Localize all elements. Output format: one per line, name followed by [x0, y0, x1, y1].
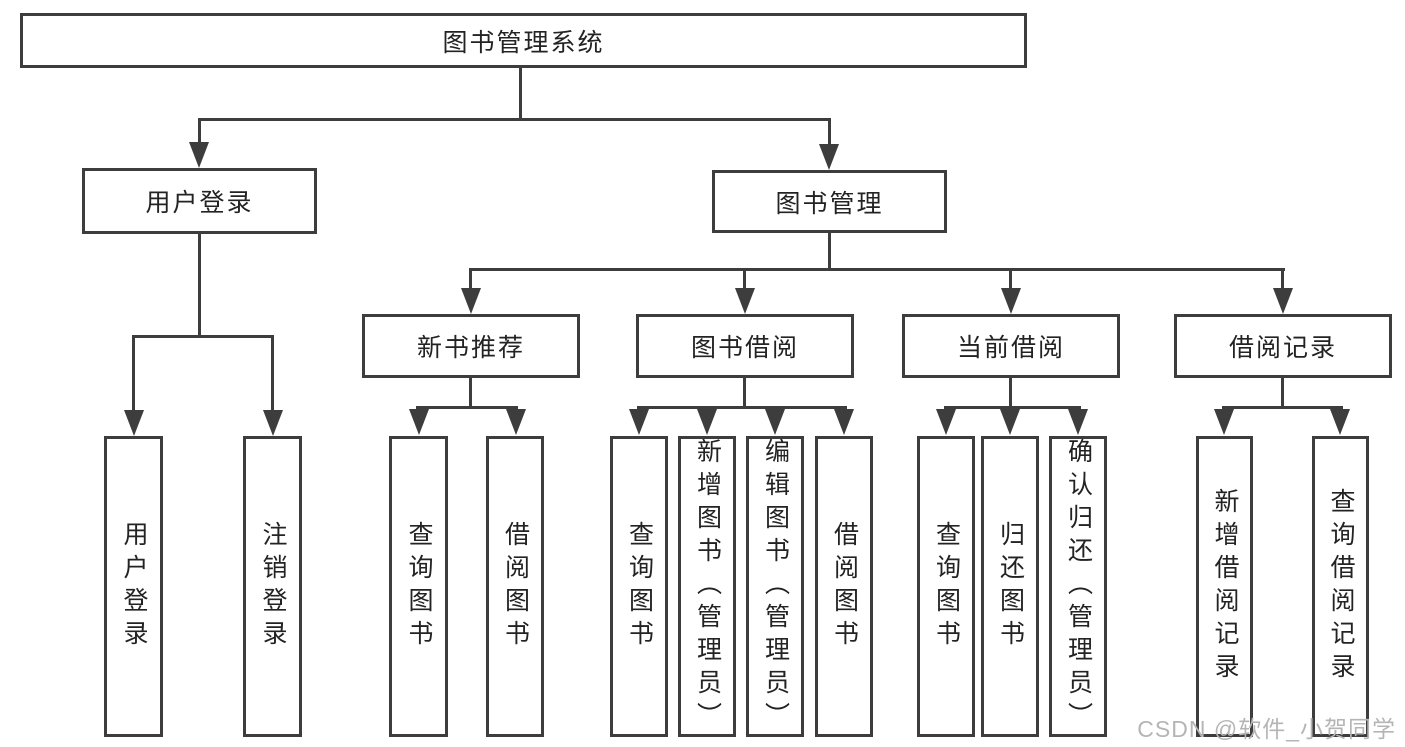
leaf-logout: 注销登录 [243, 436, 302, 737]
node-label: 图书借阅 [690, 334, 799, 362]
connector-line [1222, 406, 1343, 409]
leaf-add-book-admin: 新增图书（管理员） [678, 436, 736, 737]
node-borrowing-records: 借阅记录 [1174, 314, 1392, 378]
leaf-query-borrow-record: 查询借阅记录 [1312, 436, 1369, 737]
leaf-label: 注销登录 [259, 520, 287, 653]
arrow-down-icon [1001, 288, 1021, 314]
connector-line [743, 270, 746, 290]
connector-line [198, 118, 831, 121]
csdn-watermark: CSDN @软件_小贺同学 [1137, 716, 1396, 742]
connector-line [828, 233, 831, 271]
leaf-label: 查询借阅记录 [1327, 487, 1355, 686]
leaf-confirm-return-admin: 确认归还（管理员） [1049, 436, 1107, 737]
connector-line [271, 337, 274, 412]
connector-line [1009, 378, 1012, 409]
node-label: 新书推荐 [416, 334, 525, 362]
node-label: 当前借阅 [956, 334, 1065, 362]
leaf-label: 新增图书（管理员） [693, 438, 722, 735]
leaf-return-book: 归还图书 [981, 436, 1039, 737]
connector-line [198, 234, 201, 338]
leaf-label: 新增借阅记录 [1211, 487, 1239, 686]
arrow-down-icon [1273, 288, 1293, 314]
arrow-down-icon [409, 409, 429, 435]
leaf-label: 用户登录 [120, 520, 148, 653]
connector-line [828, 120, 831, 146]
connector-line [198, 120, 201, 144]
connector-line [743, 378, 746, 409]
node-library-management-system: 图书管理系统 [20, 13, 1027, 68]
connector-line [132, 335, 274, 338]
node-book-management: 图书管理 [712, 170, 947, 233]
leaf-user-login: 用户登录 [104, 436, 163, 737]
node-label: 图书管理 [775, 189, 884, 218]
arrow-down-icon [819, 144, 839, 170]
node-book-borrowing: 图书借阅 [636, 314, 854, 378]
leaf-label: 查询图书 [405, 520, 433, 653]
arrow-down-icon [1330, 409, 1350, 435]
leaf-label: 确认归还（管理员） [1064, 438, 1093, 735]
node-label: 图书管理系统 [442, 28, 605, 57]
leaf-query-books-current: 查询图书 [917, 436, 975, 737]
leaf-query-books-recommend: 查询图书 [389, 436, 448, 737]
leaf-add-borrow-record: 新增借阅记录 [1196, 436, 1253, 737]
arrow-down-icon [1000, 409, 1020, 435]
arrow-down-icon [263, 410, 283, 436]
connector-line [944, 406, 1081, 409]
arrow-down-icon [697, 409, 717, 435]
node-label: 用户登录 [145, 189, 254, 217]
connector-line [1281, 270, 1284, 290]
arrow-down-icon [124, 410, 144, 436]
leaf-query-books-borrowing: 查询图书 [610, 436, 668, 737]
leaf-label: 归还图书 [996, 520, 1025, 653]
arrow-down-icon [1068, 409, 1088, 435]
arrow-down-icon [834, 409, 854, 435]
connector-line [469, 270, 472, 290]
connector-line [637, 406, 847, 409]
connector-line [416, 406, 518, 409]
connector-line [1009, 270, 1012, 290]
arrow-down-icon [1214, 409, 1234, 435]
node-current-borrowing: 当前借阅 [902, 314, 1120, 378]
arrow-down-icon [506, 409, 526, 435]
arrow-down-icon [765, 409, 785, 435]
node-label: 借阅记录 [1228, 334, 1337, 362]
arrow-down-icon [735, 288, 755, 314]
leaf-label: 查询图书 [932, 520, 961, 653]
node-user-login: 用户登录 [82, 168, 317, 234]
arrow-down-icon [936, 409, 956, 435]
arrow-down-icon [189, 142, 209, 168]
leaf-borrow-books: 借阅图书 [815, 436, 873, 737]
leaf-label: 查询图书 [625, 520, 654, 653]
arrow-down-icon [629, 409, 649, 435]
connector-line [469, 378, 472, 409]
leaf-edit-book-admin: 编辑图书（管理员） [746, 436, 804, 737]
leaf-borrow-books-recommend: 借阅图书 [486, 436, 544, 737]
leaf-label: 借阅图书 [830, 520, 859, 653]
connector-line [469, 268, 1285, 271]
arrow-down-icon [461, 288, 481, 314]
connector-line [1281, 378, 1284, 409]
connector-line [519, 68, 522, 120]
connector-line [132, 337, 135, 412]
leaf-label: 编辑图书（管理员） [761, 438, 790, 735]
leaf-label: 借阅图书 [501, 520, 530, 653]
node-new-book-recommend: 新书推荐 [362, 314, 580, 378]
